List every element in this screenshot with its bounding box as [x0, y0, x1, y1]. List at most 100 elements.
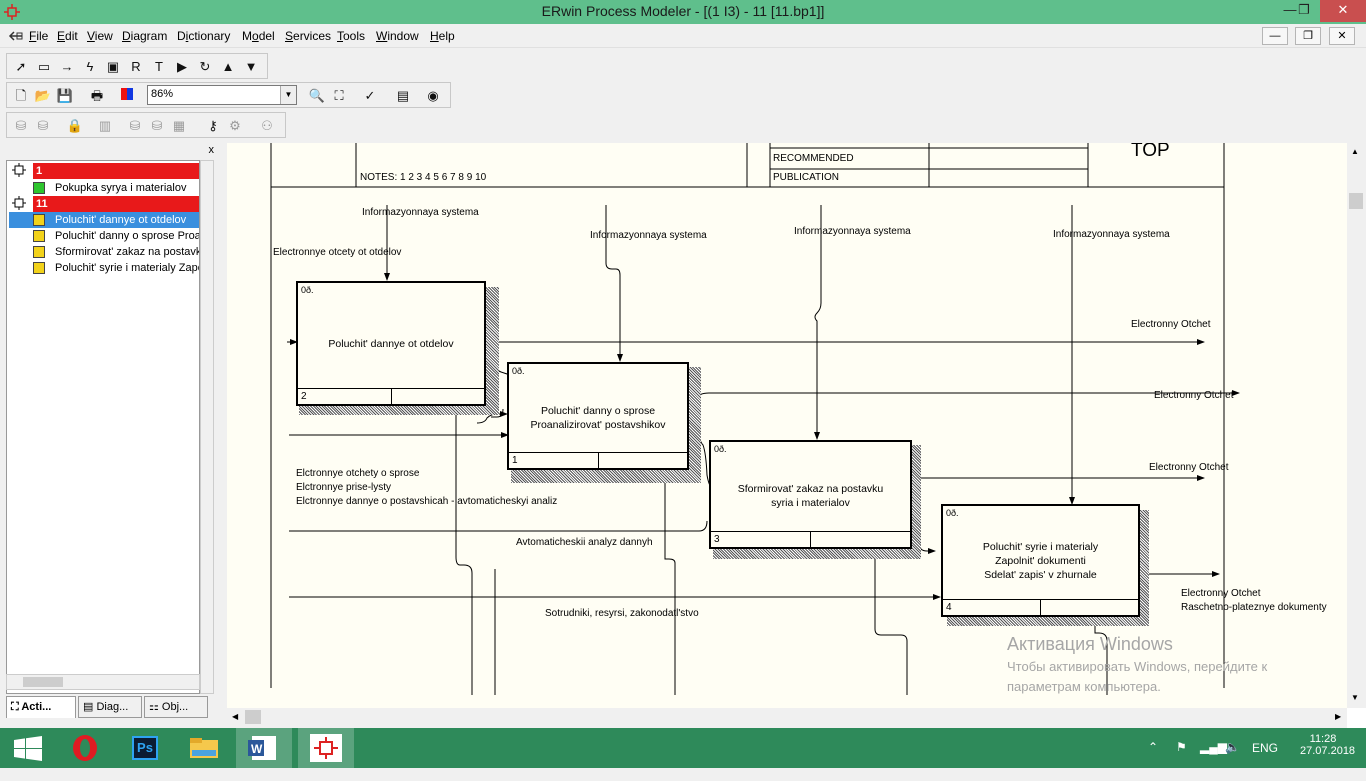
language-indicator[interactable]: ENG [1252, 741, 1279, 755]
photoshop-icon[interactable]: Ps [117, 728, 173, 768]
spell-check-icon[interactable]: ✓ [364, 88, 376, 103]
text-tool-icon[interactable]: T [155, 59, 163, 74]
mdi-close-button[interactable]: ✕ [1329, 27, 1355, 45]
arrow-label[interactable]: Electronny Otchet [1154, 390, 1234, 401]
tab-activities[interactable]: ⛶ Acti... [6, 696, 76, 718]
menu-model[interactable]: Model [242, 29, 275, 43]
menu-help[interactable]: Help [430, 29, 455, 43]
canvas-vertical-scrollbar[interactable]: ▲ ▼ [1347, 143, 1366, 708]
arrow-label[interactable]: Informazyonnaya systema [794, 226, 911, 237]
tree-item-poluchit-syrie[interactable]: Poluchit' syrie i materialy Zapoli [55, 262, 199, 274]
menu-edit[interactable]: Edit [57, 29, 78, 43]
arrow-tool-icon[interactable]: → [60, 59, 74, 74]
erwin-app-icon[interactable] [4, 4, 20, 20]
menu-diagram[interactable]: Diagram [122, 29, 168, 43]
go-to-child-icon[interactable]: ▶ [177, 59, 187, 74]
down-icon[interactable]: ▼ [244, 59, 258, 74]
signal-icon[interactable]: ▂▄▆ [1200, 740, 1227, 754]
tree-diagram-1[interactable]: 1 [33, 163, 199, 179]
file-explorer-icon[interactable] [176, 728, 232, 768]
save-icon[interactable]: 💾 [56, 88, 74, 103]
opera-icon[interactable] [57, 728, 113, 768]
diagram-node-icon[interactable] [11, 196, 29, 210]
arrow-label[interactable]: Avtomaticheskii analyz dannyh [516, 537, 653, 548]
arrow-label[interactable]: Sotrudniki, resyrsi, zakonodatl'stvo [545, 608, 699, 619]
arrow-label[interactable]: Elctronnye prise-lysty [296, 482, 392, 493]
activity-box-4[interactable]: 0ð. Poluchit' syrie i materialy Zapolnit… [941, 504, 1140, 617]
tree-item-pokupka[interactable]: Pokupka syrya i materialov [55, 182, 187, 194]
activity-box-3[interactable]: 0ð. Sformirovat' zakaz na postavku syria… [709, 440, 912, 549]
scroll-left-icon[interactable]: ◀ [232, 712, 239, 721]
menu-file[interactable]: File [29, 29, 49, 43]
menu-window[interactable]: Window [376, 29, 419, 43]
diagram-canvas[interactable]: NOTES: 1 2 3 4 5 6 7 8 9 10 RECOMMENDED … [227, 143, 1347, 708]
word-icon[interactable]: W [236, 728, 292, 768]
arrow-label[interactable]: Elctronnye otchety o sprose [296, 468, 420, 479]
activity-box-2[interactable]: 0ð. Poluchit' dannye ot otdelov 2 [296, 281, 486, 406]
new-icon[interactable]: 🗋 [15, 88, 27, 103]
mart-open-icon[interactable]: ⛁ [129, 118, 141, 133]
external-ref-icon[interactable]: ▣ [106, 59, 120, 74]
model-explorer-icon[interactable]: ▤ [396, 88, 410, 103]
scroll-thumb[interactable] [245, 710, 261, 724]
tree-diagram-11[interactable]: 11 [33, 196, 199, 212]
explorer-close-button[interactable]: x [208, 144, 215, 156]
mart-people-icon[interactable]: ⚇ [261, 118, 273, 133]
tree-item-sformirovat-zakaz[interactable]: Sformirovat' zakaz na postavku [55, 246, 199, 258]
zoom-fit-icon[interactable]: ⛶ [334, 88, 344, 103]
tray-chevron-icon[interactable]: ⌃ [1148, 740, 1159, 754]
menu-tools[interactable]: Tools [337, 29, 366, 43]
arrow-label[interactable]: Informazyonnaya systema [1053, 229, 1170, 240]
mart-connect-icon[interactable]: ⛁ [15, 118, 27, 133]
mdi-restore-button[interactable]: ❐ [1295, 27, 1321, 45]
lock-icon[interactable]: 🔒 [66, 118, 84, 133]
close-button[interactable]: ✕ [1320, 0, 1366, 22]
arrow-label[interactable]: Informazyonnaya systema [362, 207, 479, 218]
arrow-label[interactable]: Electronny Otchet [1181, 588, 1261, 599]
erwin-icon[interactable] [298, 728, 354, 768]
mart-settings-icon[interactable]: ⚙ [229, 118, 241, 133]
volume-icon[interactable]: 🔈 [1225, 740, 1240, 754]
minimize-button[interactable]: — [1283, 2, 1297, 17]
explorer-horizontal-scrollbar[interactable] [6, 674, 200, 690]
select-icon[interactable]: ➚ [15, 59, 27, 74]
tab-diagrams[interactable]: ▤ Diag... [78, 696, 142, 718]
model-mart-icon[interactable]: ◉ [427, 88, 439, 103]
tree-item-poluchit-dannye[interactable]: Poluchit' dannye ot otdelov [9, 212, 199, 228]
arrow-label[interactable]: Electronny Otchet [1149, 462, 1229, 473]
color-icon[interactable] [117, 86, 137, 106]
open-icon[interactable]: 📂 [34, 88, 52, 103]
up-icon[interactable]: ▲ [221, 59, 235, 74]
box-tool-icon[interactable]: ▭ [37, 59, 51, 74]
windows-start-icon[interactable] [0, 728, 56, 768]
scroll-down-icon[interactable]: ▼ [1351, 693, 1359, 702]
squiggle-tool-icon[interactable]: ϟ [86, 59, 94, 74]
maximize-button[interactable]: ❐ [1298, 2, 1310, 17]
activity-box-1[interactable]: 0ð. Poluchit' danny o sprose Proanalizir… [507, 362, 689, 470]
print-icon[interactable]: 🖶 [90, 88, 104, 103]
canvas-horizontal-scrollbar[interactable]: ◀ ▶ [227, 708, 1347, 728]
referent-icon[interactable]: R [131, 59, 141, 74]
tree-item-poluchit-danny-o-sprose[interactable]: Poluchit' danny o sprose Proan [55, 230, 199, 242]
mdi-minimize-button[interactable]: — [1262, 27, 1288, 45]
report-icon[interactable]: ▥ [98, 118, 112, 133]
arrow-label[interactable]: Informazyonnaya systema [590, 230, 707, 241]
zoom-select[interactable]: 86%▼ [147, 85, 297, 105]
go-to-parent-icon[interactable]: ↻ [199, 59, 211, 74]
arrow-label[interactable]: Raschetno-plateznye dokumenty [1181, 602, 1327, 613]
menu-view[interactable]: View [87, 29, 113, 43]
network-flag-icon[interactable]: ⚑ [1176, 740, 1187, 754]
scroll-up-icon[interactable]: ▲ [1351, 147, 1359, 156]
scroll-right-icon[interactable]: ▶ [1335, 712, 1342, 721]
mart-grid-icon[interactable]: ▦ [172, 118, 186, 133]
chevron-down-icon[interactable]: ▼ [280, 86, 296, 104]
menu-services[interactable]: Services [285, 29, 332, 43]
diagram-node-icon[interactable] [11, 163, 29, 177]
mart-users-icon[interactable]: ⚷ [208, 118, 218, 133]
arrow-label[interactable]: Electronny Otchet [1131, 319, 1211, 330]
tab-objects[interactable]: ⚏ Obj... [144, 696, 208, 718]
arrow-label[interactable]: Elctronnye dannye o postavshicah - avtom… [296, 496, 558, 507]
explorer-vertical-scrollbar[interactable] [200, 160, 214, 694]
menu-dictionary[interactable]: Dictionary [177, 29, 231, 43]
